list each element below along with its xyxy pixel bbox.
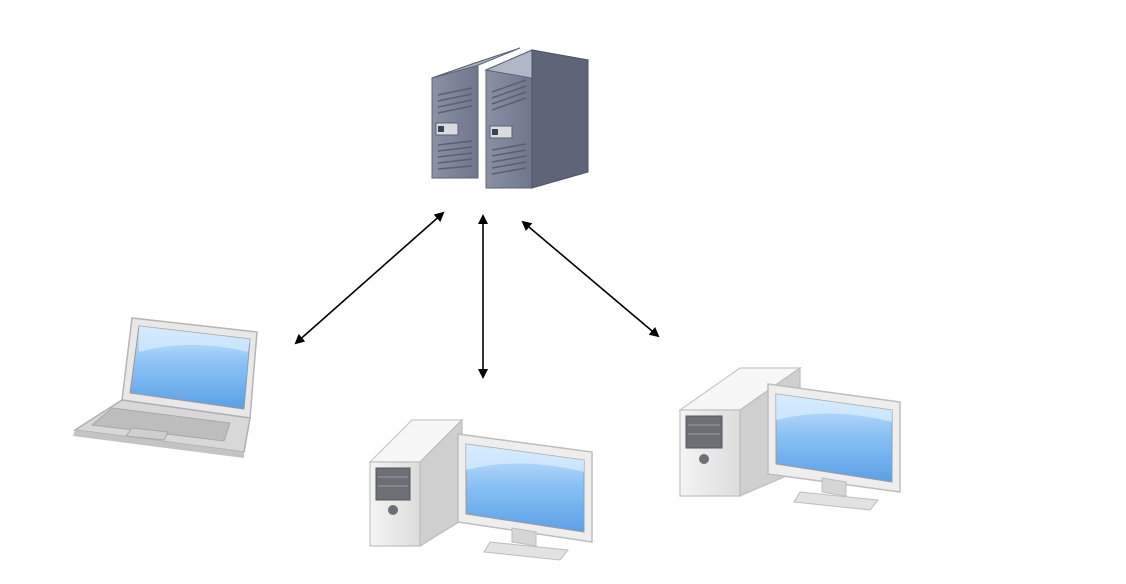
arrow-server-laptop <box>294 211 445 345</box>
server-rack-icon <box>431 47 590 189</box>
arrow-server-desktop-right <box>521 220 660 338</box>
desktop-computer-icon <box>368 418 593 561</box>
connection-arrows <box>294 211 660 379</box>
desktop-computer-icon <box>678 366 901 511</box>
laptop-icon <box>72 317 258 458</box>
